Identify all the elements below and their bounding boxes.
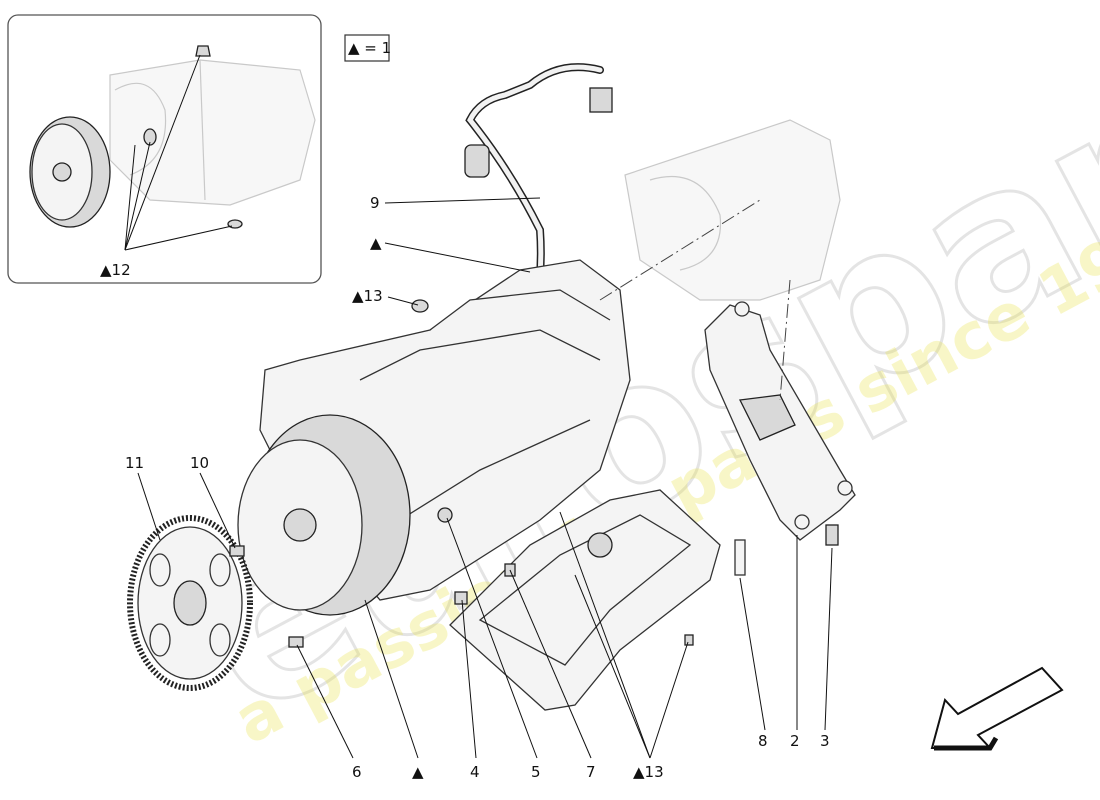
inset-torque-converter (29, 116, 111, 228)
callout-4: 4 (470, 763, 480, 781)
callout-13-bottom: ▲13 (633, 763, 664, 781)
inset-seal (143, 128, 157, 146)
flexplate-ring-gear (127, 515, 253, 691)
mount-bolt-8 (734, 539, 746, 576)
callout-2: 2 (790, 732, 800, 750)
harness-connector-top (589, 87, 613, 113)
legend-text: ▲ = 1 (348, 39, 391, 57)
inset-transmission-drawing (109, 59, 316, 206)
transmission-housing-ghost (624, 119, 841, 301)
torque-converter (237, 414, 411, 616)
callout-triangle-bottom: ▲ (412, 763, 424, 781)
callout-triangle-top: ▲ (370, 234, 382, 252)
callout-13-top: ▲13 (352, 287, 383, 305)
callout-10: 10 (190, 454, 209, 472)
callout-11: 11 (125, 454, 144, 472)
callout-8: 8 (758, 732, 768, 750)
plug-5 (437, 507, 453, 523)
bolt-10 (229, 545, 245, 557)
bolt-6 (288, 636, 304, 648)
leader-lines (137, 197, 833, 759)
callout-6: 6 (352, 763, 362, 781)
plug-4 (454, 591, 468, 605)
inset-panel: ▲12 (7, 14, 322, 284)
callout-9: 9 (370, 194, 380, 212)
pan-bolt-13 (684, 634, 694, 646)
callout-inset-12: ▲12 (100, 261, 131, 279)
plug-13-top (411, 299, 429, 313)
mount-bolt-3 (825, 524, 839, 546)
callout-3: 3 (820, 732, 830, 750)
transmission-mount (704, 301, 856, 541)
harness-sensor (464, 144, 490, 178)
callout-7: 7 (586, 763, 596, 781)
legend-box: ▲ = 1 (344, 34, 391, 62)
callout-5: 5 (531, 763, 541, 781)
direction-arrow-icon (930, 666, 1064, 751)
inset-bolt-top (195, 45, 211, 57)
